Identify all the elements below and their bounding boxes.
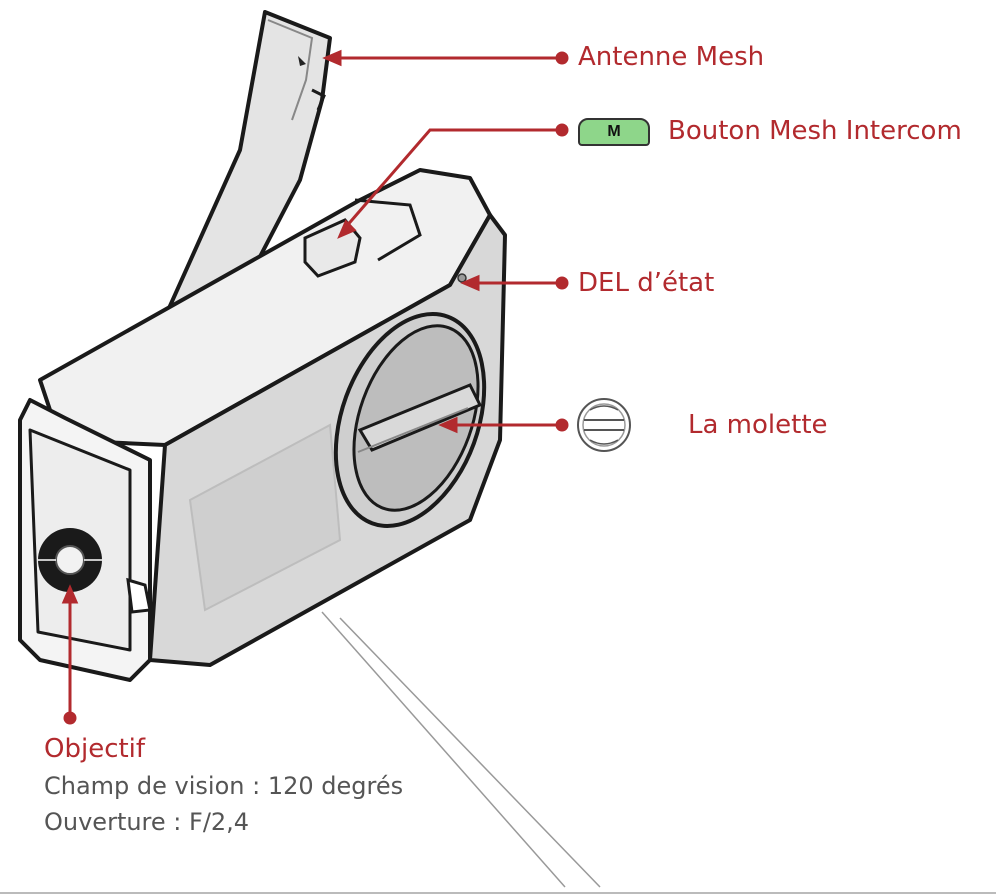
label-jog-dial: La molette	[688, 410, 828, 440]
label-lens: Objectif	[44, 734, 146, 764]
jog-dial-icon	[577, 398, 631, 452]
lens-fov-text: Champ de vision : 120 degrés	[44, 772, 404, 800]
device-body	[18, 168, 507, 682]
label-status-led: DEL d’état	[578, 268, 715, 298]
status-led	[457, 273, 467, 283]
zoom-line-left	[321, 611, 566, 888]
label-antenna: Antenne Mesh	[578, 42, 765, 72]
lens-aperture-text: Ouverture : F/2,4	[44, 808, 250, 836]
zoom-line-right	[339, 617, 601, 888]
camera-lens	[38, 528, 102, 592]
callout-button-line	[343, 128, 562, 229]
jog-dial	[333, 312, 487, 528]
label-mesh-button: Bouton Mesh Intercom	[668, 116, 962, 146]
mesh-button-icon: M	[578, 118, 650, 146]
